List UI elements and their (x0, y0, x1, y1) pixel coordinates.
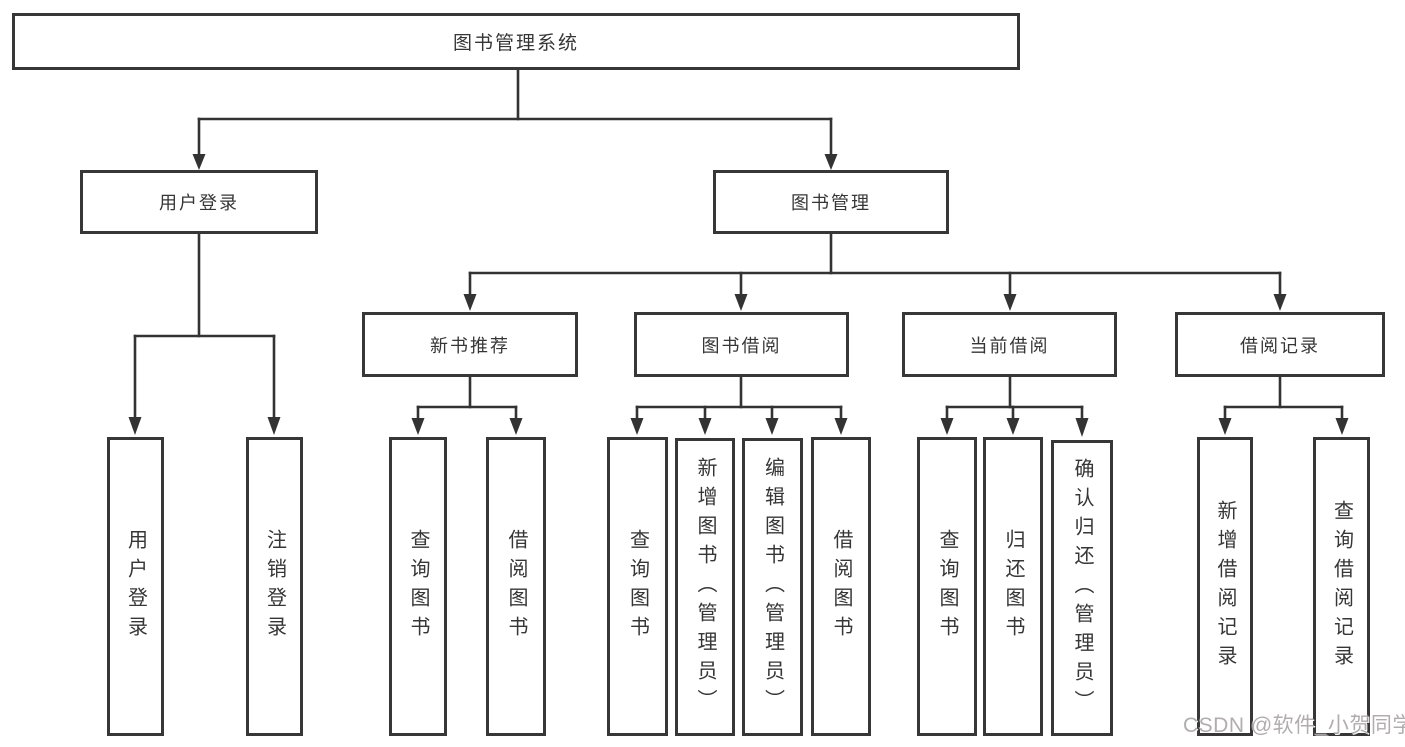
node-new-book-recommend-label: 新书推荐 (430, 335, 510, 356)
node-book-management: 图书管理 (713, 170, 949, 234)
connector-book-borrow-children (630, 375, 848, 435)
node-user-login: 用户登录 (80, 170, 318, 234)
connector-new-books-children (411, 375, 523, 435)
leaf-user-login-label: 用户登录 (124, 528, 147, 645)
leaf-borrow-books-label: 借阅图书 (830, 528, 852, 645)
node-current-borrow: 当前借阅 (902, 312, 1117, 377)
connector-current-borrow-children (940, 375, 1089, 437)
node-borrow-records: 借阅记录 (1175, 312, 1385, 377)
node-book-borrow: 图书借阅 (634, 312, 849, 377)
leaf-query-books-recommend: 查询图书 (389, 437, 447, 736)
leaf-confirm-return-admin: 确认归还（管理员） (1051, 440, 1113, 736)
leaf-query-books-current: 查询图书 (917, 437, 977, 736)
node-root: 图书管理系统 (12, 13, 1020, 70)
node-book-management-label: 图书管理 (791, 193, 871, 213)
leaf-return-books-label: 归还图书 (1002, 528, 1024, 645)
connector-user-login-children (128, 232, 281, 435)
leaf-borrow-books-recommend-label: 借阅图书 (505, 528, 527, 645)
connector-borrow-records-children (1218, 375, 1349, 435)
leaf-query-borrow-record: 查询借阅记录 (1313, 437, 1370, 736)
connector-book-mgmt-children (463, 232, 1287, 311)
leaf-edit-books-admin-label: 编辑图书（管理员） (761, 456, 784, 718)
watermark-text: CSDN @软件_小贺同学 (1183, 714, 1405, 737)
leaf-add-borrow-record: 新增借阅记录 (1197, 437, 1253, 736)
leaf-query-books-borrow: 查询图书 (607, 437, 668, 736)
node-root-label: 图书管理系统 (452, 33, 579, 54)
leaf-edit-books-admin: 编辑图书（管理员） (742, 438, 803, 736)
leaf-logout-label: 注销登录 (263, 528, 286, 645)
leaf-return-books: 归还图书 (983, 437, 1043, 736)
connector-root-to-level1 (192, 68, 838, 170)
node-book-borrow-label: 图书借阅 (701, 335, 782, 356)
node-user-login-label: 用户登录 (159, 193, 239, 213)
leaf-query-books-current-label: 查询图书 (936, 528, 958, 645)
leaf-borrow-books-recommend: 借阅图书 (486, 437, 546, 736)
leaf-query-borrow-record-label: 查询借阅记录 (1330, 499, 1353, 674)
node-borrow-records-label: 借阅记录 (1240, 335, 1320, 356)
leaf-add-borrow-record-label: 新增借阅记录 (1214, 499, 1236, 674)
leaf-user-login: 用户登录 (107, 437, 164, 736)
leaf-logout: 注销登录 (246, 437, 303, 736)
leaf-borrow-books: 借阅图书 (811, 437, 871, 736)
leaf-confirm-return-admin-label: 确认归还（管理员） (1071, 457, 1093, 719)
leaf-query-books-borrow-label: 查询图书 (626, 528, 649, 645)
leaf-add-books-admin: 新增图书（管理员） (675, 438, 735, 736)
leaf-query-books-recommend-label: 查询图书 (407, 528, 429, 645)
node-current-borrow-label: 当前借阅 (969, 335, 1050, 356)
leaf-add-books-admin-label: 新增图书（管理员） (694, 456, 716, 718)
node-new-book-recommend: 新书推荐 (362, 312, 578, 377)
